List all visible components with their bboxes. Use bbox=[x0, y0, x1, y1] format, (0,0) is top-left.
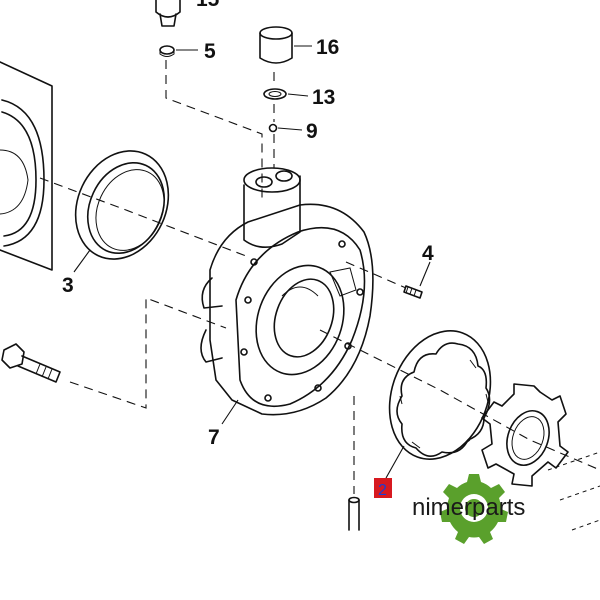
callout-16: 16 bbox=[316, 36, 339, 59]
bolt bbox=[1, 343, 61, 383]
sleeve-part-16 bbox=[259, 26, 293, 64]
callout-13: 13 bbox=[312, 86, 335, 109]
callout-2-highlight: 2 bbox=[374, 478, 392, 499]
housing-plate bbox=[0, 61, 53, 271]
inner-gear bbox=[481, 383, 569, 487]
fitting-part-top bbox=[155, 0, 181, 27]
seal-ring-part-3 bbox=[74, 150, 170, 260]
washer-part-5 bbox=[159, 45, 175, 57]
o-ring-part-13 bbox=[263, 88, 287, 100]
gear-icon bbox=[440, 474, 508, 544]
ball-part-9 bbox=[268, 123, 278, 133]
brand-watermark: nimerparts bbox=[412, 474, 525, 544]
callout-part-top-cut: 15 bbox=[196, 0, 220, 11]
pin-part-4 bbox=[403, 285, 423, 299]
leader-lines bbox=[73, 45, 431, 479]
callout-3: 3 bbox=[62, 274, 74, 297]
brand-name: nimerparts bbox=[412, 494, 525, 521]
outer-rotor-part-2 bbox=[388, 330, 492, 460]
assembly-lines bbox=[39, 60, 600, 494]
callout-2: 2 bbox=[378, 482, 387, 499]
callout-5: 5 bbox=[204, 40, 216, 63]
callout-4: 4 bbox=[422, 242, 434, 265]
right-housing-edge bbox=[547, 451, 600, 531]
callout-7: 7 bbox=[208, 426, 220, 449]
dowel-pin bbox=[348, 496, 360, 531]
callout-9: 9 bbox=[306, 120, 318, 143]
pump-housing-part-7 bbox=[200, 167, 374, 416]
